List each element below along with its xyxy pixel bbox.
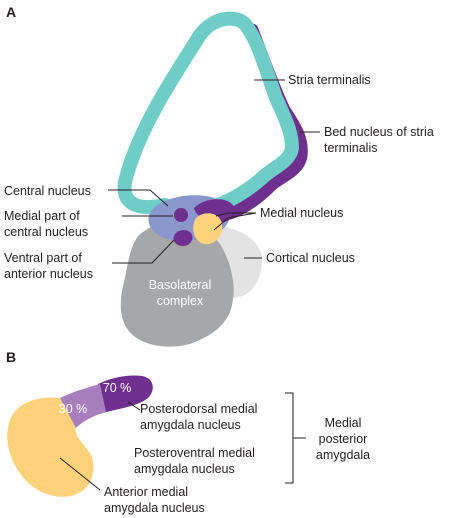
panel-b-letter: B (6, 349, 16, 365)
label-anterior-1: Anterior medial (104, 485, 188, 499)
label-cortical-nucleus: Cortical nucleus (266, 251, 355, 265)
label-medial-central-2: central nucleus (4, 225, 88, 239)
label-medial-nucleus: Medial nucleus (260, 206, 343, 220)
panel-a-letter: A (6, 4, 16, 20)
leader-medial-nucleus-a (215, 212, 256, 217)
label-group-2: posterior (319, 432, 368, 446)
label-posterodorsal-1: Posterodorsal medial (140, 402, 257, 416)
leader-central-nucleus (108, 189, 169, 207)
ventral-anterior-nucleus-dot (173, 230, 193, 246)
pct-posterodorsal: 70 % (103, 381, 132, 395)
label-basolateral-1: Basolateral (149, 278, 212, 292)
label-posteroventral-2: amygdala nucleus (134, 462, 235, 476)
leader-ventral-anterior (112, 239, 175, 264)
label-posterodorsal-2: amygdala nucleus (140, 418, 241, 432)
group-bracket (285, 392, 294, 484)
posterodorsal-shape (98, 375, 153, 412)
pct-posteroventral: 30 % (59, 402, 88, 416)
basolateral-complex-shape (120, 224, 234, 347)
posteroventral-shape (60, 384, 106, 428)
label-posteroventral-1: Posteroventral medial (134, 446, 255, 460)
label-group-1: Medial (325, 416, 362, 430)
label-ventral-anterior-1: Ventral part of (4, 251, 82, 265)
label-medial-central-1: Medial part of (4, 209, 80, 223)
medial-nucleus-shape (193, 213, 223, 245)
label-central-nucleus: Central nucleus (4, 184, 91, 198)
medial-central-nucleus-dot (174, 208, 188, 222)
label-group-3: amygdala (316, 448, 370, 462)
leader-posterodorsal (127, 401, 141, 411)
leader-anterior (59, 457, 101, 491)
leader-medial-nucleus-b (213, 212, 257, 231)
label-stria-terminalis: Stria terminalis (288, 73, 371, 87)
label-bed-nucleus-2: terminalis (324, 141, 378, 155)
label-basolateral-2: complex (157, 294, 204, 308)
label-ventral-anterior-2: anterior nucleus (4, 267, 93, 281)
label-anterior-2: amygdala nucleus (104, 501, 205, 515)
stria-terminalis-shape (117, 11, 300, 215)
label-bed-nucleus-1: Bed nucleus of stria (324, 125, 434, 139)
anterior-shape (7, 397, 94, 497)
